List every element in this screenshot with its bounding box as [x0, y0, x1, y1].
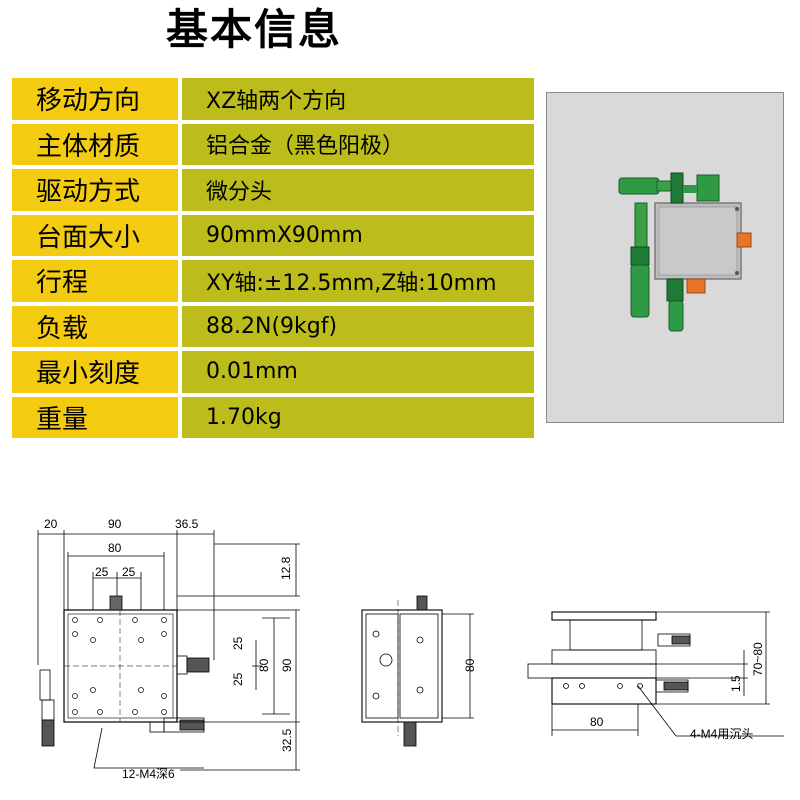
- spec-key: 负载: [12, 303, 178, 351]
- spec-value: XZ轴两个方向: [182, 78, 534, 124]
- dim-90-v: 90: [280, 658, 294, 672]
- spec-value: 90mmX90mm: [182, 212, 534, 260]
- dim-80-v: 80: [257, 658, 271, 672]
- spec-key: 台面大小: [12, 212, 178, 260]
- dim-20: 20: [44, 517, 58, 531]
- front-view-labels: 1.5 70~80 80 4-M4用沉头: [590, 642, 765, 741]
- dim-80: 80: [108, 541, 122, 555]
- side-view-drawing: [361, 595, 474, 747]
- dim-25-c: 25: [231, 636, 245, 650]
- dim-25-d: 25: [231, 672, 245, 686]
- dim-12-8: 12.8: [279, 556, 293, 580]
- spec-key: 移动方向: [12, 78, 178, 124]
- dim-32-5: 32.5: [280, 728, 294, 752]
- spec-value: 88.2N(9kgf): [182, 303, 534, 351]
- dim-1-5: 1.5: [729, 675, 743, 692]
- spec-value: 0.01mm: [182, 349, 534, 397]
- dim-25-b: 25: [122, 565, 136, 579]
- spec-key: 最小刻度: [12, 349, 178, 397]
- spec-key: 重量: [12, 394, 178, 442]
- dim-36-5: 36.5: [175, 517, 199, 531]
- dim-90: 90: [108, 517, 122, 531]
- top-view-labels: 20 90 36.5 80 25 25 12.8 25 25 80 90 32.…: [44, 517, 294, 781]
- callout-holes: 12-M4深6: [122, 767, 175, 781]
- dim-80-front: 80: [590, 715, 604, 729]
- front-view-drawing: [527, 611, 784, 737]
- spec-value: XY轴:±12.5mm,Z轴:10mm: [182, 258, 534, 306]
- spec-key: 主体材质: [12, 121, 178, 169]
- callout-counterbore: 4-M4用沉头: [690, 727, 753, 741]
- page-title: 基本信息: [166, 5, 343, 54]
- spec-key: 驱动方式: [12, 167, 178, 215]
- spec-value: 微分头: [182, 167, 534, 215]
- spec-value: 1.70kg: [182, 394, 534, 442]
- spec-value: 铝合金（黑色阳极）: [182, 121, 534, 169]
- spec-key: 行程: [12, 258, 178, 306]
- spec-row: 驱动方式微分头: [12, 167, 534, 215]
- technical-drawings: 20 90 36.5 80 25 25 12.8 25 25 80 90 32.…: [37, 517, 784, 781]
- product-photo: [546, 92, 784, 423]
- top-view-drawing: [37, 530, 300, 771]
- stage-illustration: [618, 172, 752, 332]
- dim-25-a: 25: [95, 565, 109, 579]
- spec-row: 主体材质铝合金（黑色阳极）: [12, 121, 534, 169]
- dim-70-80: 70~80: [751, 642, 765, 676]
- side-dim-80: 80: [463, 658, 477, 672]
